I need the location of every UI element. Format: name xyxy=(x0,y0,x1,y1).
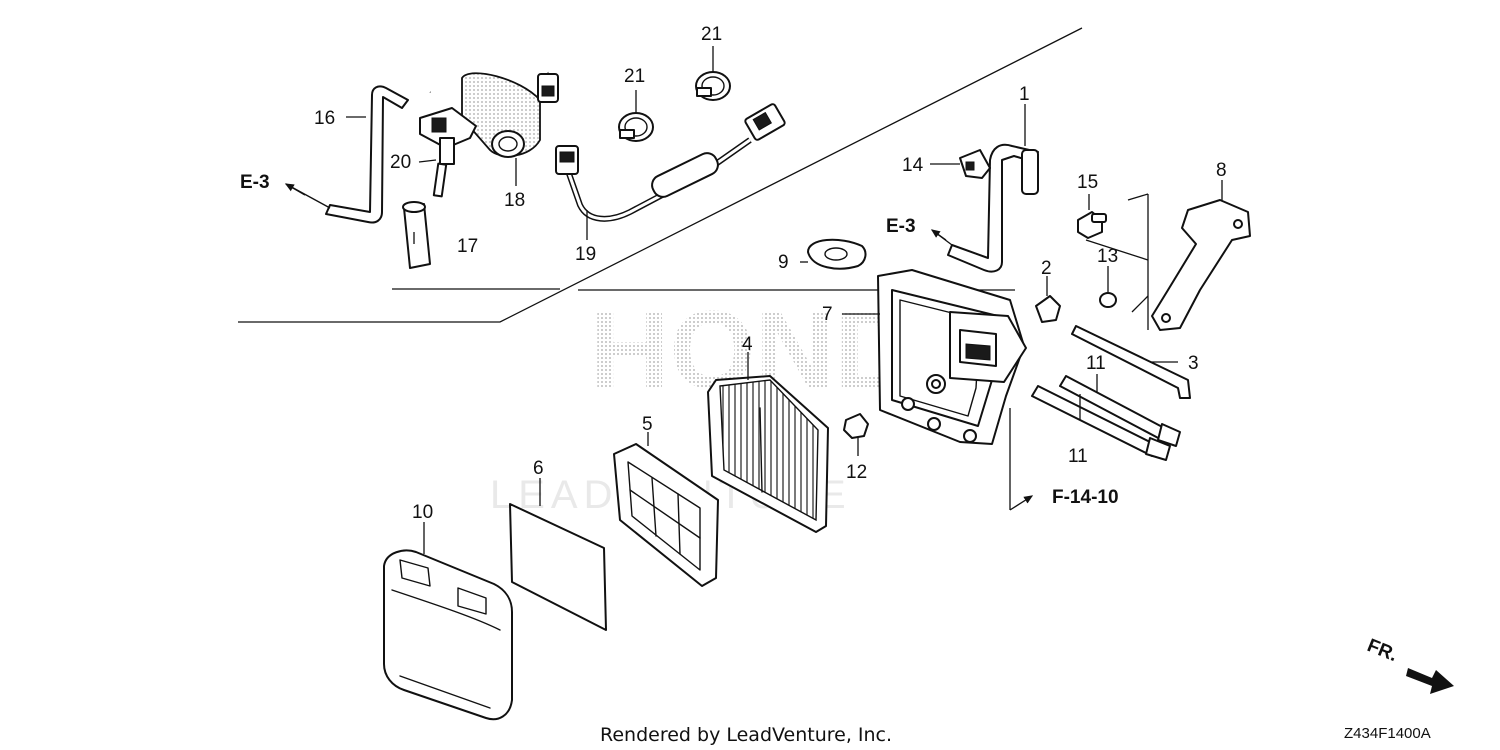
callout-11a: 11 xyxy=(1086,353,1106,374)
sleeve-17 xyxy=(402,201,431,269)
callout-6: 6 xyxy=(533,458,544,479)
air-cleaner-cover-10 xyxy=(383,549,513,721)
tube-1 xyxy=(947,143,1039,273)
callout-17: 17 xyxy=(457,236,478,257)
pre-filter-6 xyxy=(509,503,607,631)
nut-2 xyxy=(1035,295,1061,323)
wire-harness-19 xyxy=(555,103,786,222)
breather-tube-16 xyxy=(325,85,409,224)
callout-18: 18 xyxy=(504,190,525,211)
bolt-15 xyxy=(1077,211,1107,239)
callout-14: 14 xyxy=(902,155,924,176)
ref-f-14-10: F-14-10 xyxy=(1052,487,1119,508)
bracket-8 xyxy=(1151,199,1251,331)
callout-8: 8 xyxy=(1216,160,1227,181)
front-arrow-icon xyxy=(1406,668,1454,694)
long-bolt-11b xyxy=(1059,375,1181,447)
callout-21b: 21 xyxy=(701,24,722,45)
hose-clamp-21b xyxy=(695,71,731,101)
rod-3 xyxy=(1071,325,1191,399)
washer-13 xyxy=(1099,292,1117,308)
long-bolt-11a xyxy=(1031,385,1171,461)
callout-2: 2 xyxy=(1041,258,1052,279)
callout-13: 13 xyxy=(1097,246,1118,267)
callout-16: 16 xyxy=(314,108,335,129)
filter-frame-5 xyxy=(613,443,719,587)
filter-element-4 xyxy=(707,375,829,533)
leader-lines xyxy=(284,46,1223,554)
callout-3: 3 xyxy=(1188,353,1199,374)
callout-10: 10 xyxy=(412,502,433,523)
callout-4: 4 xyxy=(742,334,753,355)
diagram-code: Z434F1400A xyxy=(1344,725,1431,742)
ref-e3-right: E-3 xyxy=(886,216,916,237)
callout-12: 12 xyxy=(846,462,867,483)
clip-14 xyxy=(959,149,991,179)
front-indicator: FR. xyxy=(1364,635,1454,694)
foam-sleeve-18 xyxy=(461,72,541,158)
callout-19: 19 xyxy=(575,244,596,265)
callout-11b: 11 xyxy=(1068,446,1088,467)
front-indicator-label: FR. xyxy=(1364,635,1400,666)
ref-e3-left: E-3 xyxy=(240,172,270,193)
callout-5: 5 xyxy=(642,414,653,435)
callout-7: 7 xyxy=(822,304,833,325)
callout-1: 1 xyxy=(1019,84,1030,105)
air-cleaner-case-7 xyxy=(877,269,1027,445)
callout-21a: 21 xyxy=(624,66,645,87)
callout-20: 20 xyxy=(390,152,411,173)
footer-credit: Rendered by LeadVenture, Inc. xyxy=(600,724,892,746)
gasket-9 xyxy=(807,238,867,270)
hose-clamp-21a xyxy=(618,112,654,142)
bolt-12 xyxy=(843,413,869,439)
callout-15: 15 xyxy=(1077,172,1098,193)
callout-9: 9 xyxy=(778,252,789,273)
sensor-20 xyxy=(419,107,477,198)
